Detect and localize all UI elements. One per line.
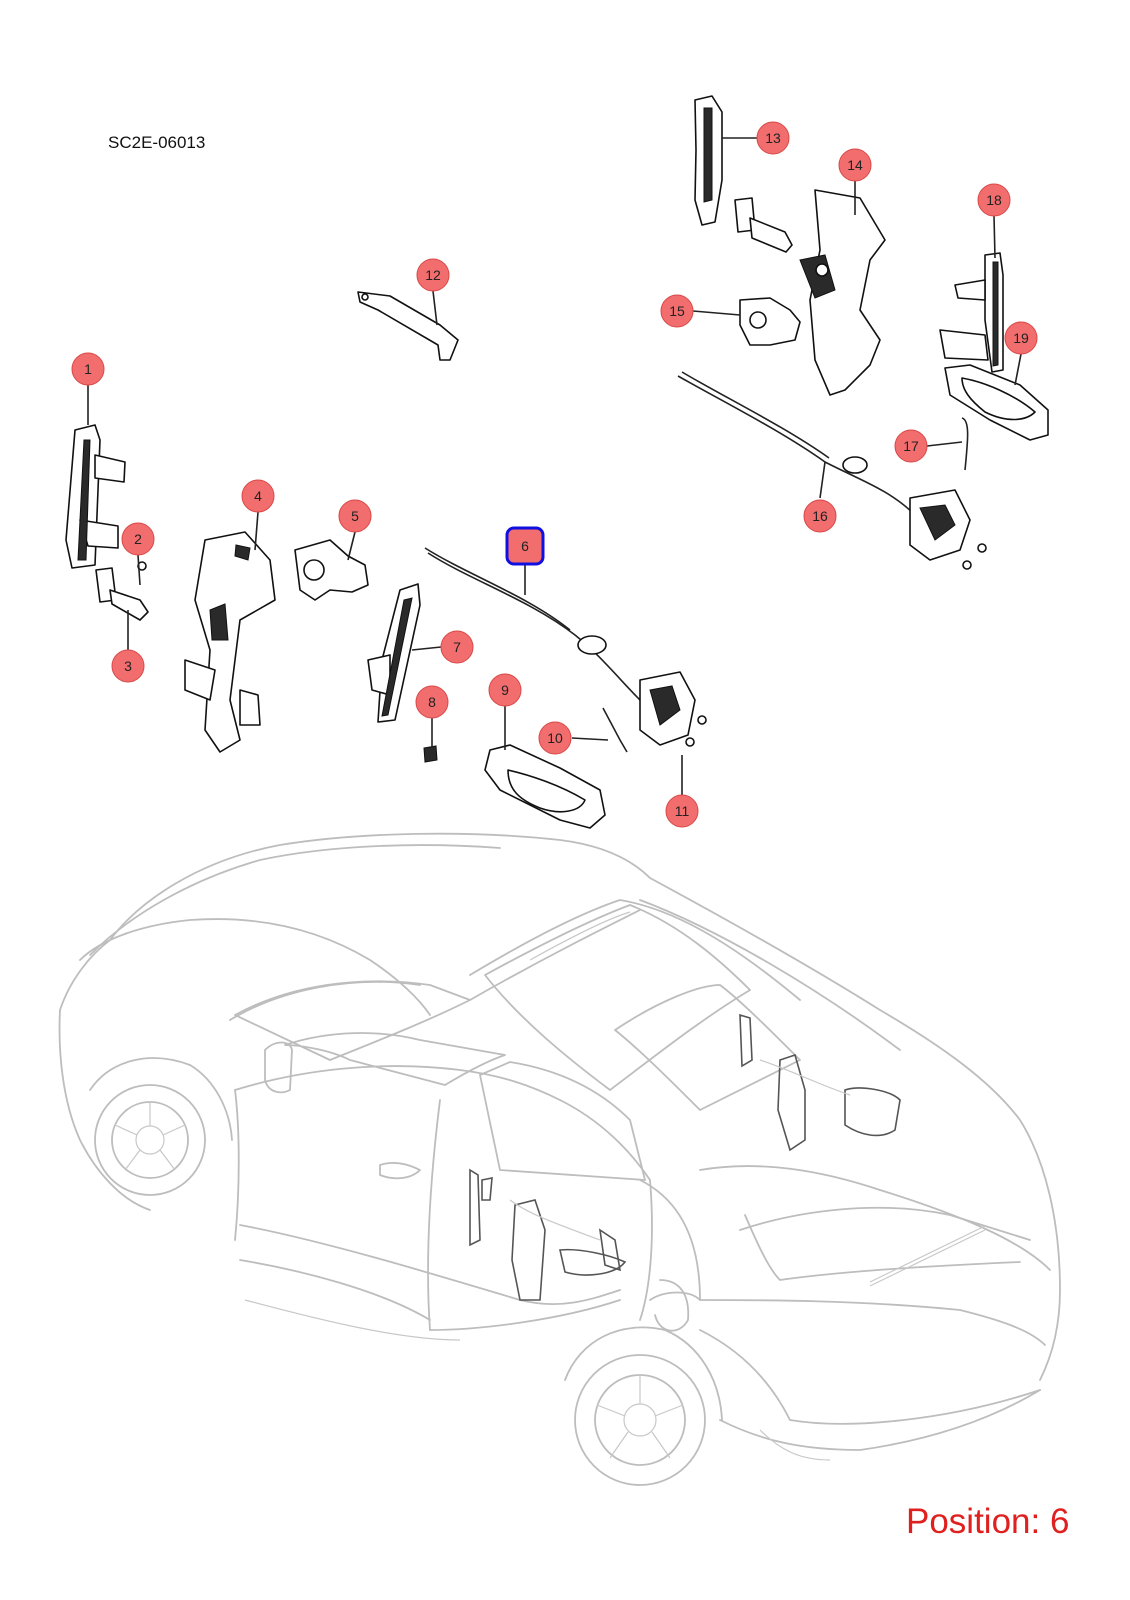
callout-13[interactable]: 13 [756, 121, 790, 155]
vehicle-outline [58, 832, 1061, 1486]
position-label: Position: 6 [906, 1502, 1070, 1541]
svg-text:6: 6 [521, 538, 529, 554]
svg-text:2: 2 [134, 531, 142, 547]
callout-14[interactable]: 14 [838, 148, 872, 182]
parts-line-art [65, 95, 1049, 829]
svg-text:8: 8 [428, 694, 436, 710]
callout-18[interactable]: 18 [977, 183, 1011, 217]
callout-3[interactable]: 3 [111, 649, 145, 683]
callout-9[interactable]: 9 [488, 673, 522, 707]
svg-text:3: 3 [124, 658, 132, 674]
svg-text:12: 12 [425, 267, 441, 283]
callout-15[interactable]: 15 [660, 294, 694, 328]
svg-text:16: 16 [812, 508, 828, 524]
callout-2[interactable]: 2 [121, 522, 155, 556]
callout-10[interactable]: 10 [538, 721, 572, 755]
svg-text:1: 1 [84, 361, 92, 377]
svg-text:9: 9 [501, 682, 509, 698]
diagram-code: SC2E-06013 [108, 133, 206, 152]
svg-text:13: 13 [765, 130, 781, 146]
callout-4[interactable]: 4 [241, 479, 275, 513]
callout-11[interactable]: 11 [665, 794, 699, 828]
svg-text:18: 18 [986, 192, 1002, 208]
svg-text:7: 7 [453, 639, 461, 655]
callout-19[interactable]: 19 [1004, 321, 1038, 355]
svg-text:15: 15 [669, 303, 685, 319]
svg-text:17: 17 [903, 438, 919, 454]
callout-1[interactable]: 1 [71, 352, 105, 386]
callout-5[interactable]: 5 [338, 499, 372, 533]
callout-12[interactable]: 12 [416, 258, 450, 292]
svg-text:19: 19 [1013, 330, 1029, 346]
callout-7[interactable]: 7 [440, 630, 474, 664]
callout-6-selected[interactable]: 6 [505, 526, 545, 566]
callout-17[interactable]: 17 [894, 429, 928, 463]
leader-lines [87, 137, 1022, 795]
svg-text:4: 4 [254, 488, 262, 504]
callout-16[interactable]: 16 [803, 499, 837, 533]
callout-8[interactable]: 8 [415, 685, 449, 719]
svg-text:14: 14 [847, 157, 863, 173]
svg-text:10: 10 [547, 730, 563, 746]
svg-text:5: 5 [351, 508, 359, 524]
svg-text:11: 11 [675, 803, 690, 819]
